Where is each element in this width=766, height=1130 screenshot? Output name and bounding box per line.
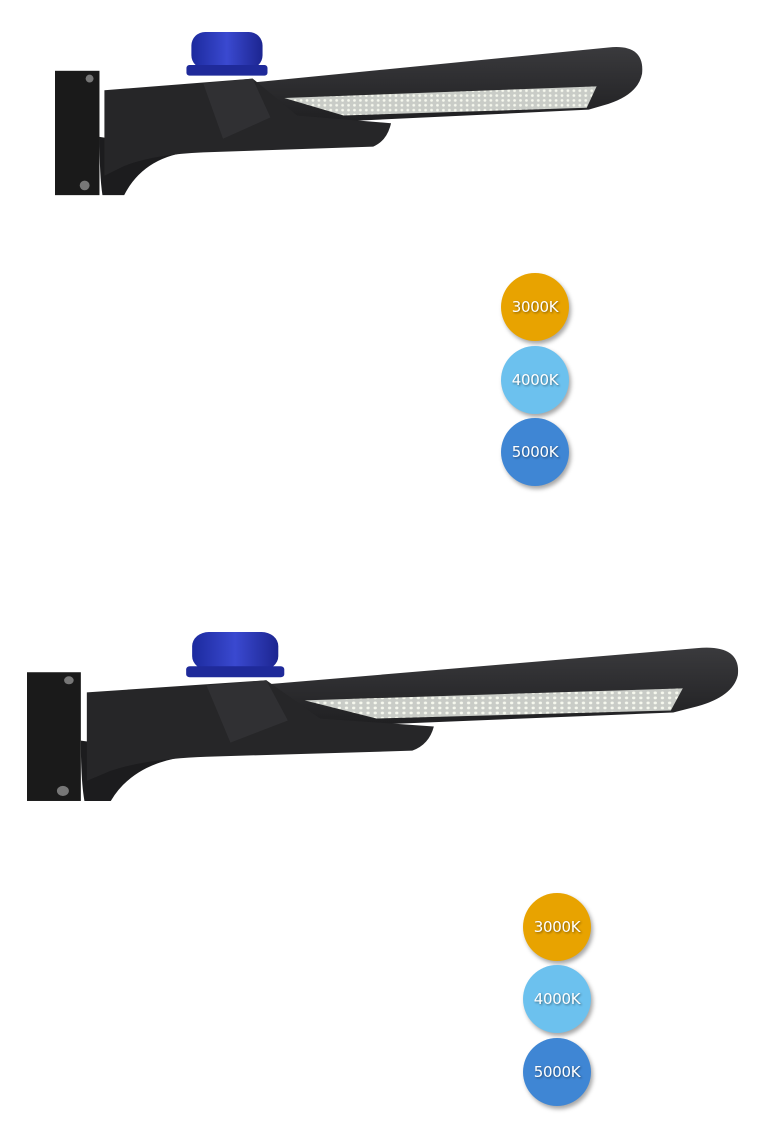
- color-temp-badge-5000k: 5000K: [523, 1038, 591, 1106]
- color-temp-badge-3000k: 3000K: [501, 273, 569, 341]
- color-temp-badge-3000k: 3000K: [523, 893, 591, 961]
- color-temp-badge-4000k: 4000K: [523, 965, 591, 1033]
- color-temp-badge-4000k: 4000K: [501, 346, 569, 414]
- color-temp-badge-5000k: 5000K: [501, 418, 569, 486]
- street-light-icon: [55, 30, 648, 200]
- street-light-icon: [27, 630, 745, 806]
